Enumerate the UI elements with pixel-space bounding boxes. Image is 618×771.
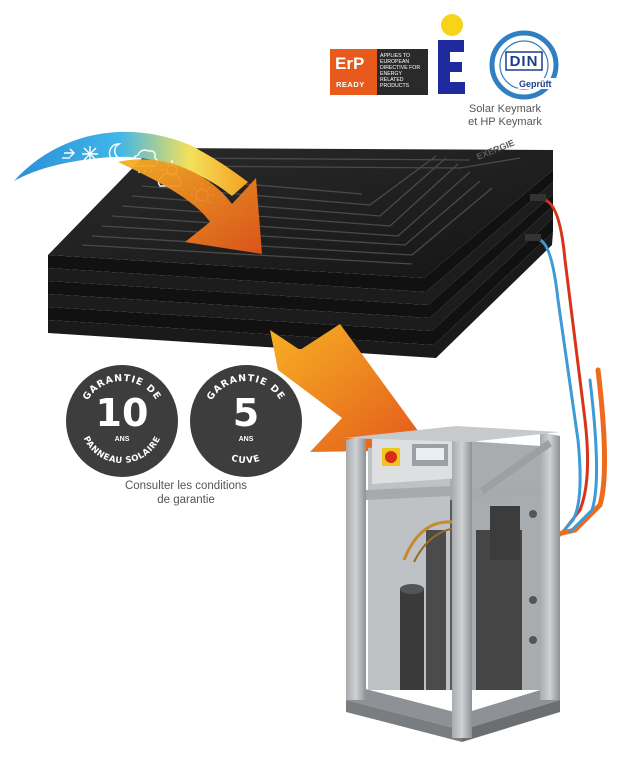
keymark-line2: et HP Keymark (468, 116, 542, 128)
erp-title: ErP (335, 54, 365, 73)
erp-subtitle: READY (336, 80, 365, 89)
svg-text:PANNEAU SOLAIRE: PANNEAU SOLAIRE (81, 435, 163, 466)
warranty-tank-badge: 5 ANS GARANTIE DE CUVE (190, 365, 302, 477)
svg-text:CUVE: CUVE (230, 454, 262, 467)
warranty-panel-ring-text: GARANTIE DE PANNEAU SOLAIRE (81, 373, 163, 466)
din-geprueft-logo-icon (489, 30, 559, 100)
erp-ready-badge: ErP READY APPLIES TO EUROPEAN DIRECTIVE … (330, 49, 428, 95)
svg-text:GARANTIE DE: GARANTIE DE (81, 373, 163, 403)
warranty-panel-top: GARANTIE DE (81, 373, 162, 403)
sun-arrow (118, 159, 262, 254)
weather-swoosh (14, 131, 248, 196)
warranty-tank-bottom: CUVE (230, 454, 261, 467)
warranty-note-line1: Consulter les conditions (124, 480, 248, 492)
heat-pump-unit (344, 426, 560, 742)
svg-text:GARANTIE DE: GARANTIE DE (205, 373, 287, 403)
pipes (525, 194, 608, 537)
keymark-caption: Solar Keymark et HP Keymark (440, 103, 570, 129)
warranty-note: Consulter les conditions de garantie (96, 479, 276, 507)
warranty-panel-bottom: PANNEAU SOLAIRE (81, 435, 163, 466)
warranty-panel-unit: ANS (114, 436, 130, 443)
warranty-panel-number: 10 (95, 391, 149, 435)
warranty-tank-top: GARANTIE DE (205, 373, 286, 403)
arrows-icon (62, 148, 75, 159)
warranty-tank-number: 5 (232, 391, 260, 435)
warranty-note-line2: de garantie (157, 494, 215, 506)
heat-arrow (270, 324, 432, 452)
warranty-tank-ring-text: GARANTIE DE CUVE (205, 373, 287, 467)
warranty-tank-unit: ANS (238, 436, 254, 443)
erp-logo-block: ErP READY (330, 49, 377, 95)
keymark-line1: Solar Keymark (468, 103, 542, 115)
solar-panel-stack: EXERGIE (48, 138, 553, 358)
din-subtext: Geprüft (519, 79, 552, 89)
din-letters: DIN (509, 53, 539, 70)
warranty-panel-badge: 10 ANS GARANTIE DE PANNEAU SOLAIRE (66, 365, 178, 477)
erp-directive-text: APPLIES TO EUROPEAN DIRECTIVE FOR ENERGY… (377, 49, 428, 95)
snowflake-icon (82, 146, 98, 162)
energy-e-logo-icon (438, 14, 465, 94)
moon-icon (108, 143, 129, 163)
